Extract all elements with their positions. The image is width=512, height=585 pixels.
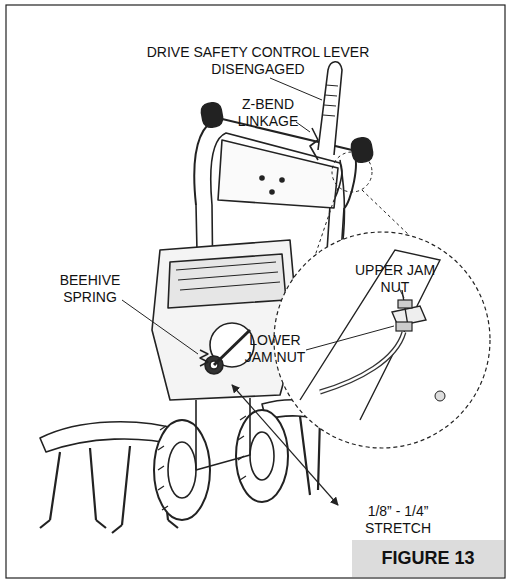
figure-number: FIGURE 13 bbox=[381, 548, 474, 569]
detail-view bbox=[122, 78, 490, 448]
stretch-dimension bbox=[232, 385, 338, 505]
lever-label: DRIVE SAFETY CONTROL LEVER DISENGAGED bbox=[143, 44, 373, 78]
dimension-label: 1/8” - 1/4” STRETCH bbox=[333, 503, 463, 537]
jam-nut-label: LOWER JAM NUT bbox=[235, 332, 315, 366]
linkage-label: Z-BEND LINKAGE bbox=[213, 96, 323, 130]
figure-number-band: FIGURE 13 bbox=[352, 540, 504, 577]
spring-label: BEEHIVE SPRING bbox=[45, 272, 135, 306]
jam-nut-label: UPPER JAM NUT bbox=[350, 262, 440, 296]
frame bbox=[6, 5, 505, 578]
